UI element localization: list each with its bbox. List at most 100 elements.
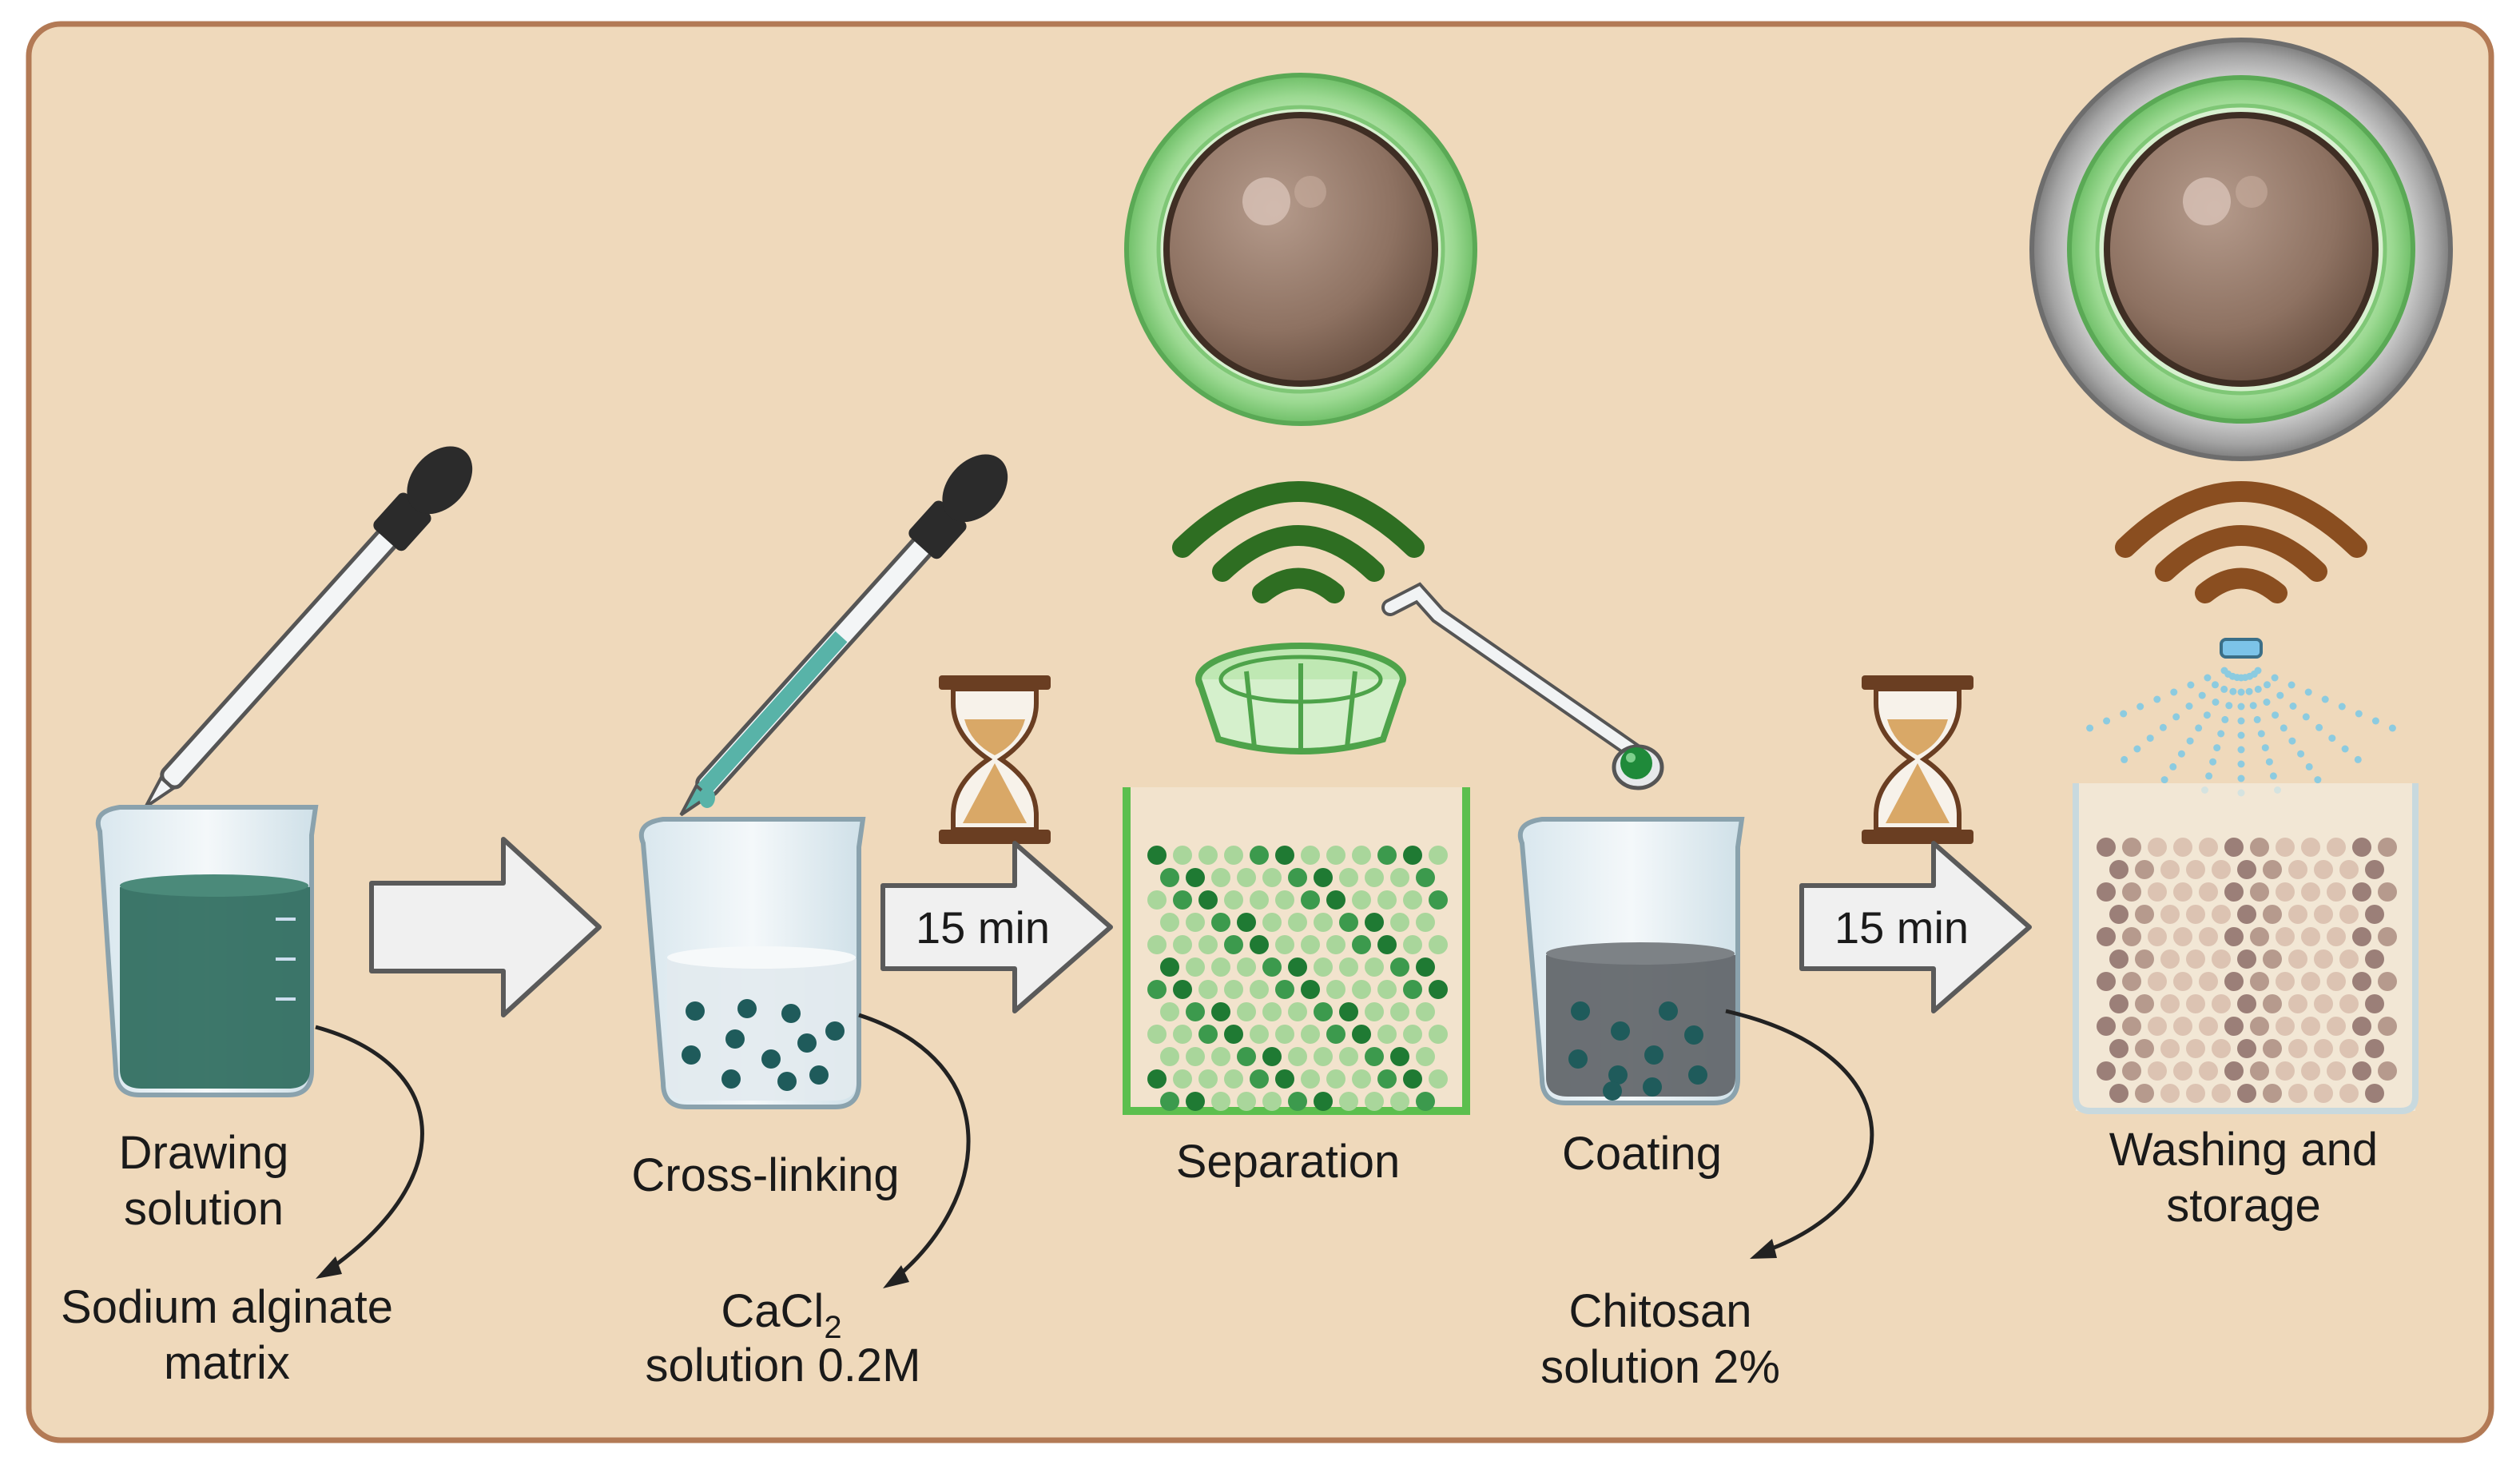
bead bbox=[2122, 1061, 2141, 1081]
bead bbox=[2314, 1084, 2333, 1103]
bead bbox=[2212, 860, 2231, 879]
bead bbox=[2148, 1061, 2167, 1081]
bead bbox=[1390, 1092, 1409, 1111]
bead bbox=[1352, 1069, 1371, 1089]
bead bbox=[1301, 846, 1320, 865]
spray-droplet bbox=[2371, 717, 2379, 725]
spray-droplets bbox=[2086, 667, 2396, 797]
bead bbox=[1429, 890, 1448, 910]
bead bbox=[1186, 868, 1205, 887]
bead bbox=[1429, 935, 1448, 954]
bead bbox=[2109, 1039, 2128, 1058]
bead bbox=[2199, 838, 2218, 857]
bead bbox=[2237, 1039, 2256, 1058]
bead bbox=[1301, 1069, 1320, 1089]
bead bbox=[1224, 935, 1243, 954]
spray-droplet bbox=[2103, 717, 2111, 725]
bead bbox=[1250, 890, 1269, 910]
bead bbox=[2352, 838, 2371, 857]
bead bbox=[2186, 860, 2205, 879]
bead bbox=[2173, 1017, 2192, 1036]
spray-droplet bbox=[2338, 703, 2346, 711]
bead bbox=[1403, 890, 1422, 910]
bead bbox=[1365, 1002, 1384, 1021]
bead bbox=[1377, 980, 1397, 999]
bead bbox=[1237, 1002, 1256, 1021]
bead bbox=[2327, 972, 2346, 991]
spray-droplet bbox=[2153, 695, 2161, 703]
spray-droplet bbox=[2315, 723, 2323, 731]
spray-droplet bbox=[2287, 681, 2295, 689]
bead bbox=[1250, 846, 1269, 865]
bead bbox=[1237, 957, 1256, 977]
bead bbox=[2109, 905, 2128, 924]
spray-droplet bbox=[2245, 687, 2253, 695]
bead bbox=[2250, 1061, 2269, 1081]
stored-beads bbox=[2097, 838, 2397, 1103]
bead bbox=[2288, 1039, 2307, 1058]
bead bbox=[2173, 882, 2192, 902]
bead bbox=[1224, 1069, 1243, 1089]
bead bbox=[2276, 972, 2295, 991]
bead bbox=[1237, 1092, 1256, 1111]
bead bbox=[2097, 1017, 2116, 1036]
bead bbox=[2288, 1084, 2307, 1103]
bead bbox=[2263, 1039, 2282, 1058]
bead bbox=[1186, 957, 1205, 977]
bead bbox=[2339, 860, 2359, 879]
bead bbox=[1173, 1025, 1192, 1044]
bead bbox=[2224, 1061, 2244, 1081]
bead bbox=[1262, 913, 1282, 932]
bead bbox=[2352, 1017, 2371, 1036]
spray-droplet bbox=[2257, 730, 2265, 738]
bead bbox=[1262, 1002, 1282, 1021]
bead bbox=[1262, 1047, 1282, 1066]
spray-droplet bbox=[2217, 730, 2225, 738]
bead bbox=[1173, 846, 1192, 865]
bead bbox=[2173, 1061, 2192, 1081]
spray-droplet bbox=[2172, 713, 2180, 721]
bead bbox=[2276, 1017, 2295, 1036]
bead bbox=[2250, 838, 2269, 857]
bead bbox=[1250, 935, 1269, 954]
bead bbox=[1237, 868, 1256, 887]
bead bbox=[2186, 949, 2205, 969]
spray-droplet bbox=[2354, 755, 2362, 763]
bead bbox=[2327, 927, 2346, 946]
bead bbox=[1160, 1092, 1179, 1111]
bead bbox=[2224, 882, 2244, 902]
bead bbox=[1416, 957, 1435, 977]
step-drawing-solution: Drawing solution Sodium alginate matrix bbox=[61, 446, 473, 1389]
step-washing-storage: Washing and storage bbox=[2029, 38, 2453, 1232]
spray-droplet bbox=[2185, 703, 2193, 710]
bead bbox=[2327, 1017, 2346, 1036]
bead bbox=[2250, 1017, 2269, 1036]
bead bbox=[2148, 1017, 2167, 1036]
bead bbox=[2212, 949, 2231, 969]
bead bbox=[1288, 1092, 1307, 1111]
bead bbox=[1211, 1002, 1230, 1021]
spray-droplet bbox=[2237, 731, 2245, 739]
process-arrow-2 bbox=[880, 841, 1113, 1013]
bead bbox=[1314, 1002, 1333, 1021]
spray-droplet bbox=[2355, 710, 2363, 718]
bead bbox=[2237, 949, 2256, 969]
bead bbox=[1262, 957, 1282, 977]
bead bbox=[2135, 1084, 2154, 1103]
bead bbox=[2109, 1084, 2128, 1103]
bead bbox=[1390, 1002, 1409, 1021]
sieve-icon bbox=[1195, 643, 1406, 754]
bead bbox=[1288, 868, 1307, 887]
bead bbox=[2122, 972, 2141, 991]
bead bbox=[2199, 882, 2218, 902]
note-chitosan-line1: Chitosan bbox=[1569, 1285, 1752, 1337]
label-washing-line1: Washing and bbox=[2109, 1124, 2378, 1176]
bead bbox=[2135, 994, 2154, 1013]
bead bbox=[2097, 927, 2116, 946]
bead bbox=[1147, 1025, 1167, 1044]
bead bbox=[2301, 1017, 2320, 1036]
spray-droplet bbox=[2220, 685, 2228, 693]
bead bbox=[2160, 860, 2180, 879]
bead bbox=[2160, 905, 2180, 924]
bead bbox=[1365, 957, 1384, 977]
